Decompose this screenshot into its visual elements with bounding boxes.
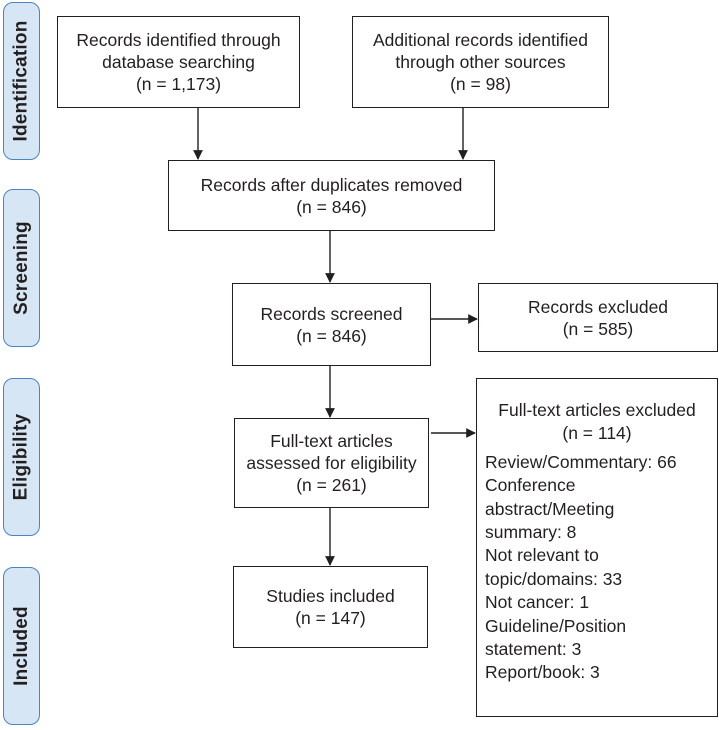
box-line: (n = 98) — [450, 74, 511, 94]
excluded-reason: topic/domains: 33 — [485, 568, 623, 589]
excluded-reason: Not cancer: 1 — [485, 592, 590, 613]
box-line: through other sources — [395, 52, 566, 72]
excluded-reason: Guideline/Position — [485, 615, 627, 636]
box-line: (n = 846) — [296, 196, 367, 217]
excluded-reason: abstract/Meeting — [485, 498, 615, 519]
excluded-reason: Review/Commentary: 66 — [485, 451, 677, 472]
box-duplicates-removed: Records after duplicates removed (n = 84… — [168, 160, 495, 231]
box-records-database: Records identified through database sear… — [57, 16, 300, 108]
stage-screening: Screening — [3, 189, 40, 347]
excluded-reason: Report/book: 3 — [485, 662, 600, 683]
box-line: Records screened — [260, 303, 403, 324]
box-line: assessed for eligibility — [246, 453, 417, 473]
excluded-reason: summary: 8 — [485, 522, 577, 543]
box-studies-included: Studies included (n = 147) — [233, 566, 428, 648]
box-line: Records excluded — [527, 296, 669, 317]
excluded-reason: statement: 3 — [485, 639, 582, 660]
box-line: (n = 585) — [562, 318, 634, 339]
box-line: Full-text articles — [270, 431, 393, 451]
box-fulltext-assessed: Full-text articles assessed for eligibil… — [234, 418, 429, 508]
excluded-reason: Conference — [485, 475, 576, 496]
box-line: database searching — [102, 52, 255, 72]
stage-included: Included — [3, 567, 40, 725]
box-fulltext-excluded: Full-text articles excluded (n = 114) Re… — [476, 378, 718, 717]
box-records-other-sources: Additional records identified through ot… — [352, 16, 609, 108]
box-line: Additional records identified — [373, 30, 588, 50]
box-line: (n = 846) — [296, 325, 367, 346]
box-line: Records after duplicates removed — [200, 174, 463, 195]
stage-identification: Identification — [3, 2, 40, 160]
excluded-reason: Not relevant to — [485, 545, 599, 566]
box-line: (n = 147) — [295, 608, 366, 628]
box-records-screened: Records screened (n = 846) — [232, 283, 431, 366]
box-line: Records identified through — [76, 30, 281, 50]
box-line: Studies included — [266, 586, 395, 606]
stage-eligibility: Eligibility — [3, 378, 40, 536]
box-records-excluded: Records excluded (n = 585) — [478, 283, 718, 352]
excluded-heading-line: (n = 114) — [562, 423, 632, 444]
box-line: (n = 261) — [296, 475, 367, 495]
excluded-heading-line: Full-text articles excluded — [498, 400, 696, 420]
box-line: (n = 1,173) — [135, 74, 222, 94]
